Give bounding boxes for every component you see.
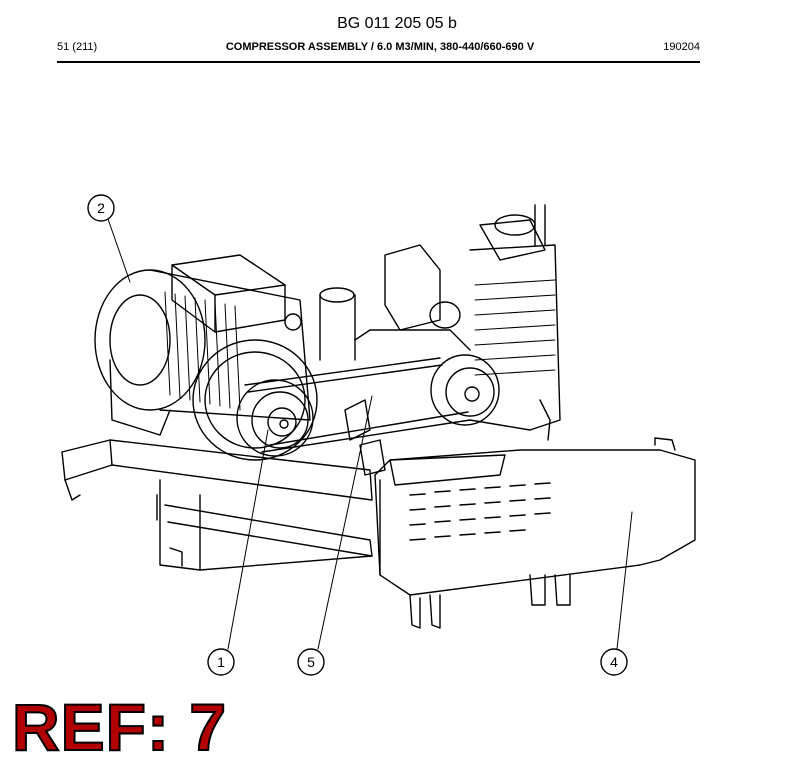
callout-4: 4 (600, 648, 628, 676)
callout-1: 1 (207, 648, 235, 676)
cylinder (319, 287, 356, 361)
callout-5-label: 5 (307, 654, 315, 670)
callout-5: 5 (297, 648, 325, 676)
compressor-block (344, 204, 561, 476)
motor-pulley (192, 339, 318, 461)
callout-2: 2 (87, 194, 115, 222)
callout-1-label: 1 (217, 654, 225, 670)
electric-motor (94, 254, 311, 436)
callout-4-label: 4 (610, 654, 618, 670)
compressor-pulley (430, 354, 500, 426)
belt-guard (374, 437, 696, 629)
base-frame (61, 439, 373, 571)
document-number: BG 011 205 05 b (337, 15, 457, 32)
page-title: COMPRESSOR ASSEMBLY / 6.0 M3/MIN, 380-44… (225, 41, 535, 53)
ref-label: REF: 7 (11, 690, 228, 764)
leader-lines (107, 218, 633, 650)
callout-2-label: 2 (97, 200, 105, 216)
v-belts (244, 357, 471, 453)
document-date: 190204 (663, 41, 700, 53)
page-number: 51 (211) (57, 41, 98, 53)
header-rule (57, 61, 700, 63)
